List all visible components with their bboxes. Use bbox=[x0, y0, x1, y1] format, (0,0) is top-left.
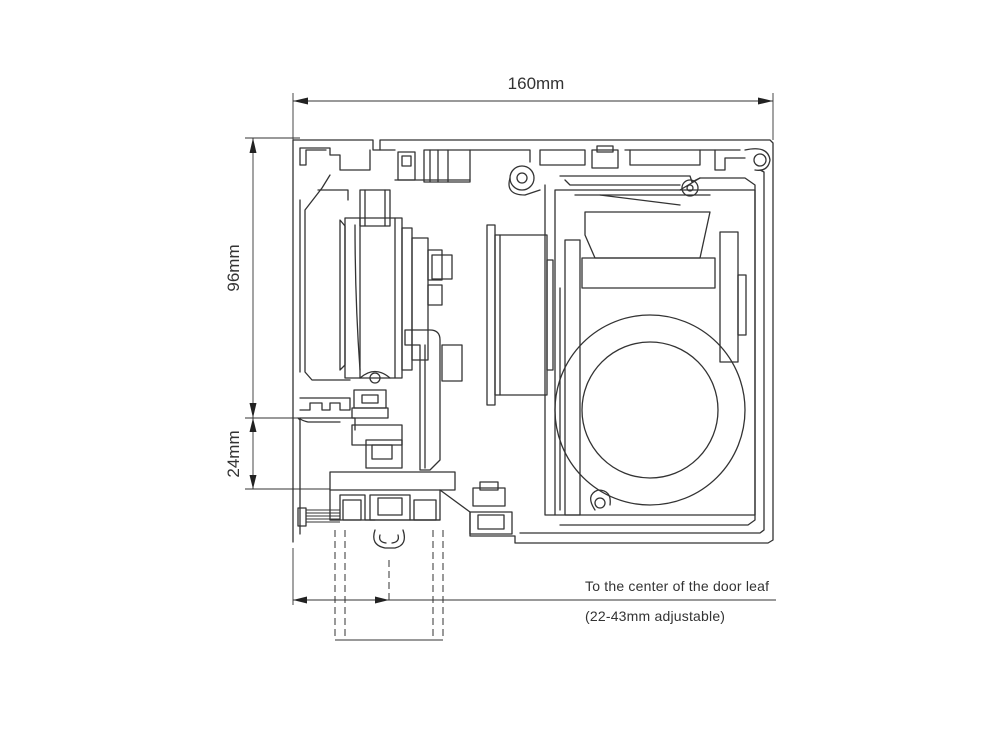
width-dimension: 160mm bbox=[292, 74, 774, 140]
center-offset-note-line1: To the center of the door leaf bbox=[585, 578, 769, 594]
lower-height-dimension-label: 24mm bbox=[224, 430, 243, 477]
brush-seal bbox=[297, 507, 340, 527]
motor-unit bbox=[544, 184, 756, 516]
belt-pulley bbox=[486, 224, 554, 406]
lower-height-dimension: 24mm bbox=[224, 418, 330, 490]
rail-fittings bbox=[394, 145, 701, 186]
door-clamp bbox=[329, 471, 513, 549]
width-dimension-label: 160mm bbox=[508, 74, 565, 93]
carriage-roller bbox=[339, 189, 463, 384]
hanger-bracket bbox=[351, 329, 441, 471]
cable-clip-right bbox=[681, 179, 699, 197]
cable-clip-upper bbox=[508, 165, 541, 196]
center-offset-note-line2: (22-43mm adjustable) bbox=[585, 608, 725, 624]
height-dimension-label: 96mm bbox=[224, 244, 243, 291]
height-dimension: 96mm bbox=[224, 137, 300, 419]
center-offset-dimension: To the center of the door leaf (22-43mm … bbox=[292, 548, 776, 624]
door-leaf bbox=[334, 530, 444, 641]
